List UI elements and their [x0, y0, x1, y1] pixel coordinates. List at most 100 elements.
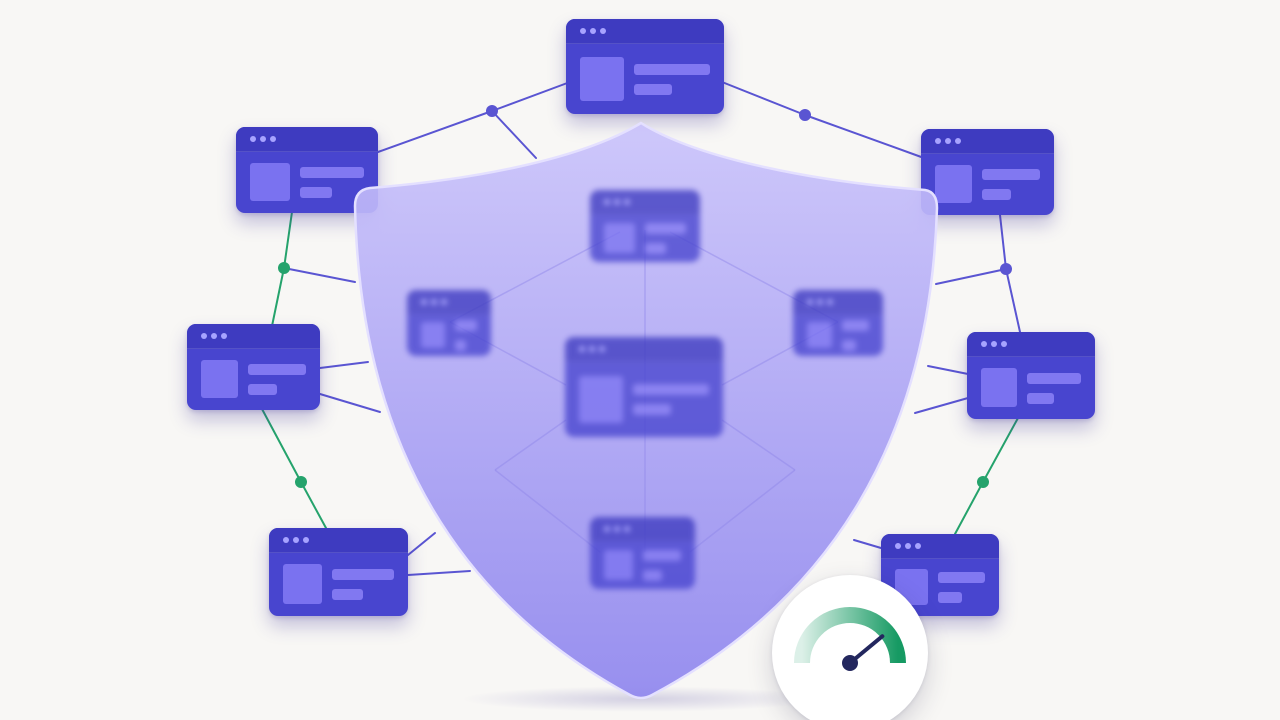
window-dot-icon [614, 526, 620, 532]
window-dot-icon [589, 346, 595, 352]
connector-line [407, 532, 436, 556]
window-text-line [643, 550, 681, 561]
window-dot-icon [915, 543, 921, 549]
window-text-line [938, 592, 962, 603]
window-dot-icon [807, 299, 813, 305]
window-text-line [248, 384, 277, 395]
window-text-line [1027, 393, 1054, 404]
window-dot-icon [590, 28, 596, 34]
app-window-icon [407, 290, 491, 356]
shield-inner-line [494, 469, 601, 553]
window-text-line [643, 570, 662, 581]
window-dot-icon [600, 28, 606, 34]
shield-inner-line [494, 419, 567, 471]
window-dot-icon [250, 136, 256, 142]
window-dot-icon [827, 299, 833, 305]
window-dot-icon [260, 136, 266, 142]
connector-line [804, 114, 925, 159]
window-dot-icon [293, 537, 299, 543]
window-dot-icon [935, 138, 941, 144]
connector-node [977, 476, 989, 488]
window-image-placeholder [250, 163, 290, 201]
connector-node [278, 262, 290, 274]
app-window-icon [590, 517, 695, 589]
window-dot-icon [817, 299, 823, 305]
app-window-icon [967, 332, 1095, 419]
window-dot-icon [624, 526, 630, 532]
window-dot-icon [211, 333, 217, 339]
window-dot-icon [599, 346, 605, 352]
app-window-icon [881, 534, 999, 616]
window-dot-icon [270, 136, 276, 142]
connector-line [1005, 268, 1021, 333]
window-dot-icon [991, 341, 997, 347]
connector-line [853, 539, 882, 549]
connector-line [283, 211, 293, 269]
gauge-arc [794, 607, 906, 664]
connector-line [914, 397, 969, 414]
window-title-bar [269, 528, 408, 553]
connector-line [721, 81, 806, 116]
app-window-icon [921, 129, 1054, 215]
gauge-hub [842, 655, 858, 671]
window-text-line [982, 189, 1011, 200]
window-image-placeholder [981, 368, 1017, 407]
window-dot-icon [905, 543, 911, 549]
connector-line [982, 417, 1019, 483]
connector-node [295, 476, 307, 488]
window-image-placeholder [807, 322, 832, 348]
window-dot-icon [431, 299, 437, 305]
shield-inner-line [689, 469, 796, 553]
window-dot-icon [614, 199, 620, 205]
connector-line [407, 570, 471, 576]
connector-line [271, 267, 285, 327]
window-text-line [645, 243, 666, 254]
window-dot-icon [604, 526, 610, 532]
window-dot-icon [421, 299, 427, 305]
speedometer-icon [794, 607, 906, 671]
window-text-line [645, 223, 686, 234]
connector-line [283, 267, 356, 283]
connector-line [954, 481, 984, 535]
window-dot-icon [579, 346, 585, 352]
window-title-bar [407, 290, 491, 315]
connector-node [486, 105, 498, 117]
window-image-placeholder [283, 564, 322, 604]
connector-node [799, 109, 811, 121]
app-window-icon [236, 127, 378, 213]
app-window-icon [793, 290, 883, 356]
window-image-placeholder [935, 165, 972, 203]
window-image-placeholder [201, 360, 238, 398]
window-dot-icon [955, 138, 961, 144]
window-dot-icon [624, 199, 630, 205]
window-dot-icon [945, 138, 951, 144]
window-dot-icon [303, 537, 309, 543]
window-dot-icon [604, 199, 610, 205]
window-title-bar [236, 127, 378, 152]
window-text-line [634, 64, 710, 75]
window-image-placeholder [579, 376, 623, 423]
connector-line [319, 393, 381, 413]
app-window-icon [269, 528, 408, 616]
app-window-icon [565, 337, 723, 437]
app-window-icon [187, 324, 320, 410]
connector-line [491, 110, 537, 159]
window-text-line [633, 384, 709, 395]
window-title-bar [967, 332, 1095, 357]
window-text-line [455, 320, 477, 331]
window-image-placeholder [421, 322, 445, 348]
window-text-line [634, 84, 672, 95]
window-image-placeholder [604, 223, 635, 253]
window-text-line [300, 167, 364, 178]
speedometer-badge [772, 575, 928, 720]
app-window-icon [590, 190, 700, 262]
window-title-bar [187, 324, 320, 349]
window-text-line [1027, 373, 1081, 384]
connector-line [999, 214, 1007, 270]
window-dot-icon [1001, 341, 1007, 347]
window-dot-icon [580, 28, 586, 34]
window-dot-icon [201, 333, 207, 339]
connector-line [300, 481, 327, 529]
window-dot-icon [441, 299, 447, 305]
